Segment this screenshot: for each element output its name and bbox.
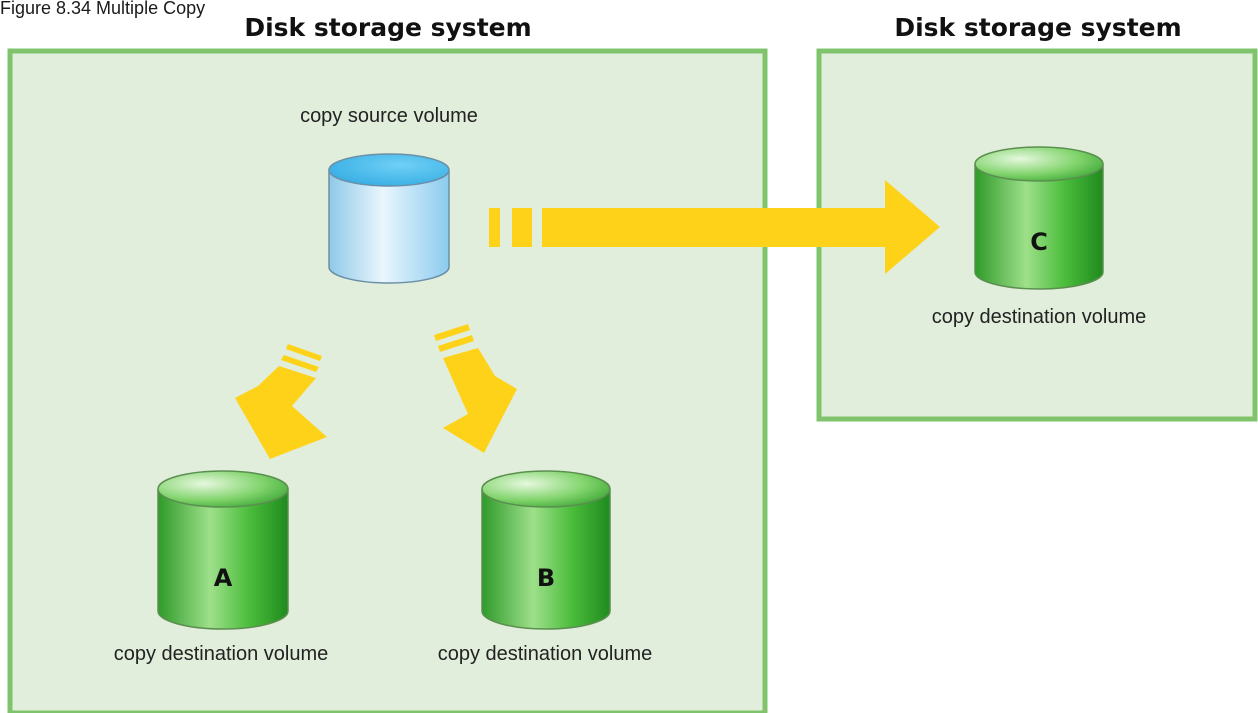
system-title-left: Disk storage system: [244, 13, 531, 42]
destination-a-cylinder-icon: [157, 470, 289, 630]
destination-a-letter: A: [214, 564, 233, 592]
figure-caption: Figure 8.34 Multiple Copy: [0, 0, 205, 18]
destination-b-cylinder-icon: [481, 470, 611, 630]
disk-storage-panel-left: [7, 48, 768, 713]
copy-arrow-to-a: [235, 344, 327, 459]
destination-c-letter: C: [1030, 228, 1048, 256]
copy-arrow-to-c: [489, 180, 940, 274]
destination-b-letter: B: [537, 564, 555, 592]
copy-source-volume-label: copy source volume: [300, 105, 478, 127]
destination-b-label: copy destination volume: [438, 643, 653, 665]
system-title-right: Disk storage system: [894, 13, 1181, 42]
destination-a-label: copy destination volume: [114, 643, 329, 665]
copy-arrow-to-b: [434, 324, 517, 453]
destination-c-label: copy destination volume: [932, 306, 1147, 328]
copy-source-cylinder-icon: [328, 153, 450, 284]
destination-c-cylinder-icon: [974, 146, 1104, 290]
